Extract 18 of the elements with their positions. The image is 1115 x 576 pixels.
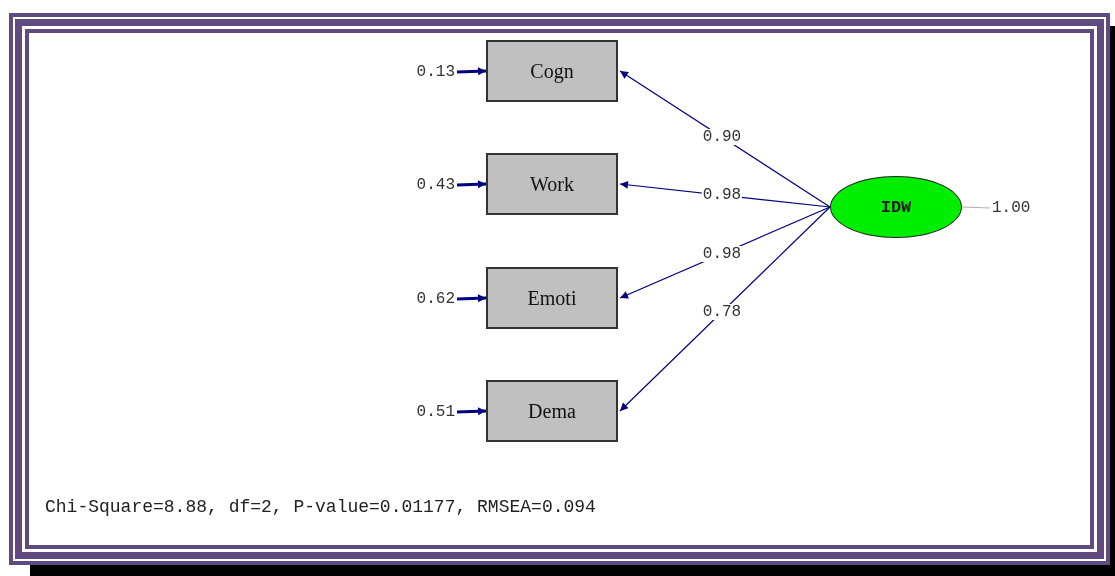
arrow <box>456 180 487 189</box>
fit-statistics-text: Chi-Square=8.88, df=2, P-value=0.01177, RMSEA=0.094 <box>45 497 596 517</box>
error-variance-label: 0.62 <box>395 289 455 309</box>
arrow <box>456 294 487 303</box>
error-variance-label: 0.51 <box>395 402 455 422</box>
error-variance-label: 0.13 <box>395 62 455 82</box>
arrow <box>456 67 487 76</box>
arrow <box>619 70 831 208</box>
observed-variable-box: Work <box>486 153 618 215</box>
observed-variable-box: Cogn <box>486 40 618 102</box>
observed-variable-box: Dema <box>486 380 618 442</box>
error-variance-label: 0.43 <box>395 175 455 195</box>
connector-line <box>961 206 991 209</box>
arrow <box>619 206 831 412</box>
observed-variable-box: Emoti <box>486 267 618 329</box>
arrow <box>456 407 487 416</box>
variance-label: 1.00 <box>992 198 1052 218</box>
edge-label: 0.90 <box>701 129 743 146</box>
